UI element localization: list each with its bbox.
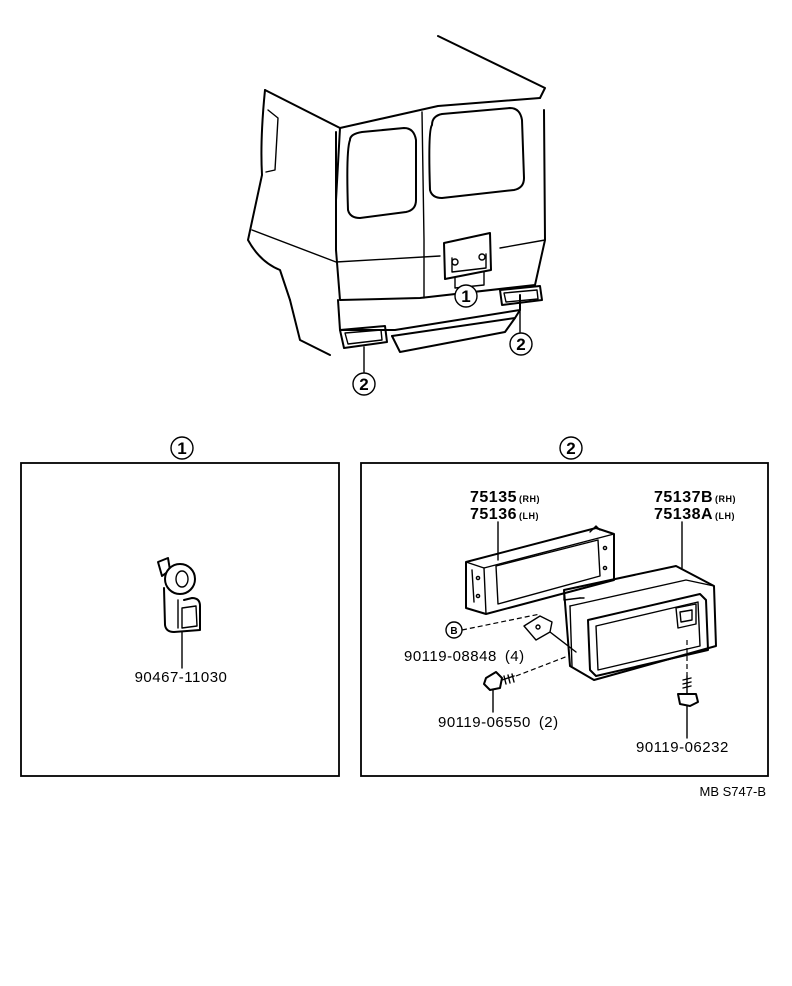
box2-frame (360, 462, 769, 777)
nut-marker-letter: B (450, 626, 457, 637)
box2-callout-number: 2 (566, 439, 575, 458)
diagram-code: MB S747-B (700, 784, 766, 799)
callout-rear-lamp-right-number: 2 (516, 335, 525, 354)
housing-rh-part-number[interactable]: 75137B(RH) (654, 489, 736, 506)
lens-rh-part-number[interactable]: 75135(RH) (470, 489, 540, 506)
box1-frame (20, 462, 340, 777)
callout-plate-lamp[interactable]: 1 (454, 284, 478, 308)
nut-part-number[interactable]: 90119-08848(4) (404, 648, 525, 665)
bolt-part-number[interactable]: 90119-06550(2) (438, 714, 559, 731)
lens-lh-part-number[interactable]: 75136(LH) (470, 506, 539, 523)
callout-rear-lamp-right[interactable]: 2 (509, 332, 533, 356)
socket-part[interactable] (157, 557, 201, 669)
bolt-part[interactable] (483, 671, 515, 691)
housing-part[interactable] (523, 565, 717, 681)
callout-plate-lamp-number: 1 (461, 287, 470, 306)
box1-callout[interactable]: 1 (170, 436, 194, 460)
callout-rear-lamp-left[interactable]: 2 (352, 372, 376, 396)
box1-callout-number: 1 (177, 439, 186, 458)
housing-lh-part-number[interactable]: 75138A(LH) (654, 506, 735, 523)
socket-part-number[interactable]: 90467-11030 (135, 669, 228, 686)
nut-marker[interactable]: B (445, 621, 463, 639)
screw-part[interactable] (677, 675, 699, 707)
callout-rear-lamp-left-number: 2 (359, 375, 368, 394)
screw-part-number[interactable]: 90119-06232 (636, 739, 729, 756)
van-rear-illustration (247, 35, 546, 373)
box2-callout[interactable]: 2 (559, 436, 583, 460)
